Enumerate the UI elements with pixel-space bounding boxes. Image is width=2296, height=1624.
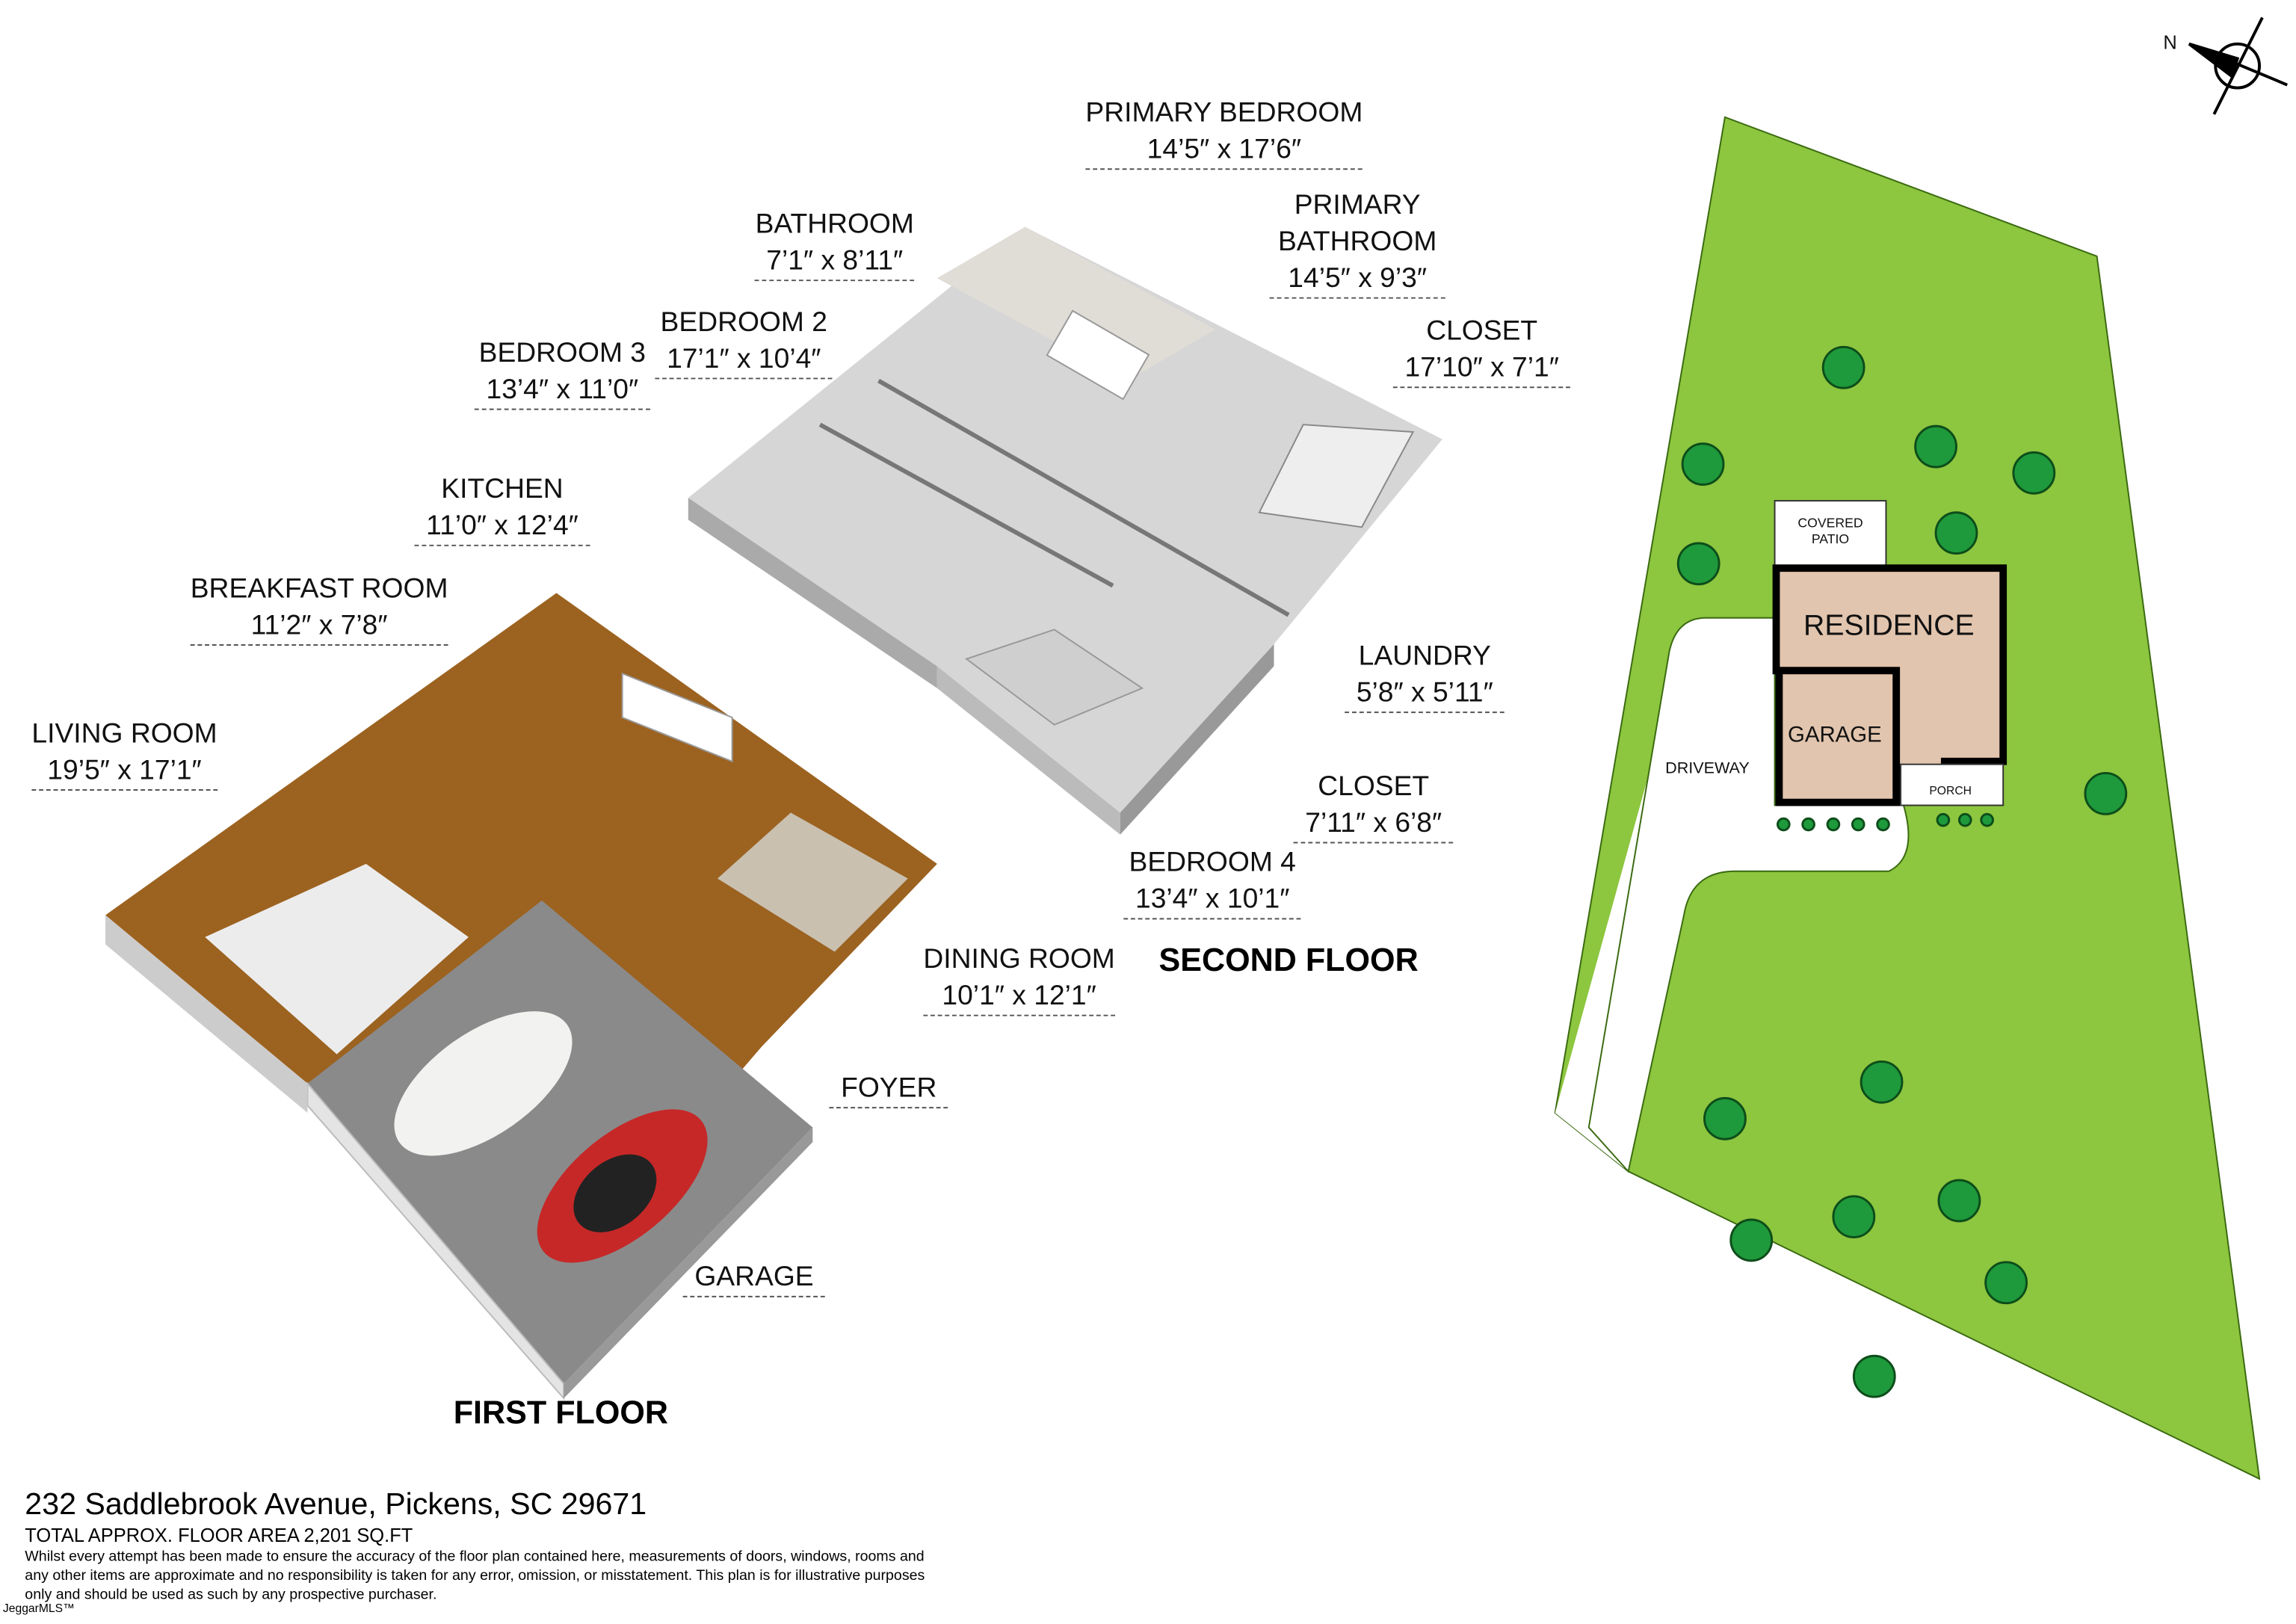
room-name: BREAKFAST ROOM [190, 574, 448, 605]
room-name: GARAGE [682, 1259, 826, 1297]
tree-icon [1984, 1261, 2028, 1305]
room-label-foyer: FOYER [829, 1070, 949, 1109]
trees [1676, 345, 2128, 1398]
tree-icon [1934, 511, 1978, 555]
first-floor-render [105, 593, 937, 1401]
room-name: BEDROOM 3 [478, 338, 646, 369]
shrub-icon [1851, 817, 1866, 832]
tree-icon [1860, 1060, 1904, 1104]
tree-icon [1676, 542, 1721, 586]
room-name: BATHROOM [755, 209, 914, 241]
room-dimensions: 7’11″ x 6’8″ [1293, 806, 1454, 844]
tree-icon [1703, 1096, 1747, 1140]
driveway-label: DRIVEWAY [1665, 759, 1750, 778]
room-dimensions: 10’1″ x 12’1″ [923, 978, 1115, 1016]
shrub-icon [1936, 812, 1951, 827]
total-floor-area: TOTAL APPROX. FLOOR AREA 2,201 SQ.FT [25, 1524, 413, 1546]
room-name: CLOSET [1318, 771, 1430, 803]
room-dimensions: 17’10″ x 7’1″ [1392, 350, 1571, 389]
compass-north-label: N [2163, 31, 2177, 54]
room-name: LAUNDRY [1358, 641, 1491, 673]
footer: 232 Saddlebrook Avenue, Pickens, SC 2967… [25, 1486, 933, 1605]
room-name: PRIMARY BEDROOM [1085, 98, 1363, 129]
shrub-icon [1980, 812, 1994, 827]
room-dimensions: 7’1″ x 8’11″ [754, 243, 915, 282]
room-name: CLOSET [1426, 316, 1538, 348]
tree-icon [2084, 771, 2128, 815]
room-dimensions: 13’4″ x 11’0″ [474, 372, 650, 410]
room-dimensions: 14’5″ x 9’3″ [1269, 261, 1445, 299]
covered-patio-line1: COVERED [1797, 515, 1863, 531]
covered-patio-line2: PATIO [1811, 531, 1850, 546]
site-garage [1775, 667, 1901, 806]
room-name: PRIMARY BATHROOM [1278, 190, 1437, 258]
shrub-icon [1876, 817, 1890, 832]
room-name: BEDROOM 4 [1129, 847, 1296, 879]
compass-icon [2188, 16, 2289, 115]
room-dimensions: 11’0″ x 12’4″ [414, 508, 590, 546]
tree-icon [1821, 345, 1866, 389]
property-address: 232 Saddlebrook Avenue, Pickens, SC 2967… [25, 1487, 647, 1522]
shrub-icon [1776, 817, 1791, 832]
shrub-icon [1957, 812, 1972, 827]
room-label-garage: GARAGE [682, 1259, 826, 1297]
porch-label: PORCH [1929, 784, 1972, 797]
tree-icon [1832, 1195, 1876, 1238]
room-name: LIVING ROOM [31, 718, 217, 750]
residence-label: RESIDENCE [1803, 610, 1975, 643]
tree-icon [2012, 451, 2056, 495]
tree-icon [1914, 424, 1957, 469]
room-name: FOYER [829, 1070, 949, 1109]
site-garage-label: GARAGE [1787, 722, 1882, 748]
tree-icon [1729, 1218, 1774, 1262]
disclaimer: Whilst every attempt has been made to en… [25, 1549, 925, 1604]
shrub-icon [1826, 817, 1841, 832]
room-dimensions: 11’2″ x 7’8″ [190, 608, 448, 646]
porch [1900, 763, 2005, 806]
driveway [1587, 617, 1910, 1173]
second-floor-render [688, 226, 1442, 835]
shrub-icon [1801, 817, 1815, 832]
room-dimensions: 5’8″ x 5’11″ [1345, 675, 1505, 714]
room-dimensions: 17’1″ x 10’4″ [655, 341, 833, 380]
second-floor-title: SECOND FLOOR [1158, 941, 1419, 978]
room-name: KITCHEN [441, 474, 564, 505]
tree-icon [1852, 1354, 1896, 1398]
tree-icon [1681, 442, 1725, 486]
room-name: DINING ROOM [923, 944, 1115, 975]
covered-patio [1774, 500, 1887, 569]
first-floor-title: FIRST FLOOR [453, 1394, 669, 1431]
room-dimensions: 19’5″ x 17’1″ [31, 753, 217, 791]
mls-logo: JeggarMLS™ [2, 1602, 75, 1615]
room-dimensions: 13’4″ x 10’1″ [1123, 881, 1302, 920]
room-dimensions: 14’5″ x 17’6″ [1085, 132, 1363, 170]
tree-icon [1937, 1179, 1981, 1223]
room-name: BEDROOM 2 [660, 307, 827, 339]
